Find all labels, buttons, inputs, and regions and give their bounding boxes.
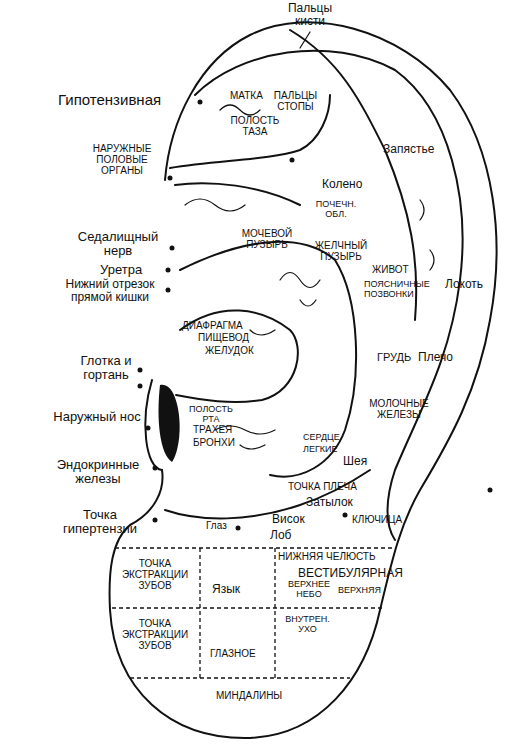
organ-label: Наружный нос [52, 410, 142, 424]
organ-label: Пальцы кисти [285, 2, 335, 28]
organ-label: МОЛОЧНЫЕ ЖЕЛЕЗЫ [368, 398, 430, 420]
organ-label: ЖЕЛЧНЫЙ ПУЗЫРЬ [313, 240, 369, 262]
organ-label: Висок [272, 513, 320, 526]
organ-label: ЖЕЛУДОК [205, 345, 265, 356]
point-dot [290, 158, 295, 163]
lobe-grid-line [112, 607, 385, 608]
antitragus-line [165, 470, 370, 518]
ear-outer-contour [110, 22, 497, 738]
leader-line [300, 32, 310, 48]
organ-label: ВЕРХНЕЕ НЕБО [284, 580, 334, 600]
organ-label: Седалищный нерв [68, 230, 168, 259]
organ-label: Уретра [100, 263, 160, 277]
organ-label: Шея [343, 455, 378, 468]
organ-label: БРОНХИ [193, 437, 243, 448]
point-dot [138, 384, 143, 389]
point-dot [153, 518, 158, 523]
organ-label: Эндокринные железы [48, 458, 148, 487]
point-dot [236, 526, 241, 531]
organ-label: МИНДАЛИНЫ [216, 690, 296, 701]
point-dot [170, 246, 175, 251]
organ-label: ВЕСТИБУЛЯРНАЯ [298, 567, 418, 580]
point-dot [166, 268, 171, 273]
point-dot [166, 288, 171, 293]
organ-label: ПОЧЕЧН. ОБЛ. [311, 200, 361, 220]
organ-label: Глотка и гортань [68, 354, 144, 383]
organ-label: ПОЛОСТЬ ТАЗА [226, 115, 284, 137]
organ-label: СЕРДЦЕ [303, 433, 348, 443]
organ-label: ЖИВОТ [372, 264, 416, 275]
organ-label: Точка гипертензии [52, 508, 148, 537]
organ-label: ПОЛОСТЬ РТА [186, 405, 236, 425]
point-dot [146, 426, 151, 431]
organ-label: Нижний отрезок прямой кишки [52, 278, 168, 304]
organ-label: ПОЯСНИЧНЫЕ ПОЗВОНКИ [364, 280, 426, 300]
point-dot [198, 100, 203, 105]
organ-label: МОЧЕВОЙ ПУЗЫРЬ [230, 228, 304, 250]
lobe-grid-line [274, 548, 275, 678]
organ-label: НИЖНЯЯ ЧЕЛЮСТЬ [278, 551, 383, 562]
point-dot [343, 513, 348, 518]
crus-lower-line [175, 183, 300, 205]
helix-inner-line [195, 51, 462, 540]
point-dot [488, 488, 493, 493]
organ-label: ТОЧКА ПЛЕЧА [288, 481, 368, 492]
organ-label: ТОЧКА ЭКСТРАКЦИИ ЗУБОВ [110, 618, 200, 651]
point-dot [168, 176, 173, 181]
lobe-grid-line [199, 548, 200, 678]
point-dot [138, 368, 143, 373]
organ-label: ВЕРХНЯЯ [338, 586, 393, 596]
helix-crus [176, 310, 298, 402]
organ-sketch [185, 105, 434, 449]
organ-label: Гипотензивная [58, 92, 198, 109]
organ-label: ПАЛЬЦЫ СТОПЫ [268, 90, 323, 112]
organ-label: ГЛАЗНОЕ [210, 648, 270, 659]
organ-label: ПИЩЕВОД [198, 332, 258, 343]
organ-label: ТРАХЕЯ [193, 424, 243, 435]
concha-boundary [180, 242, 356, 477]
organ-label: Глаз [206, 520, 241, 531]
organ-label: Лоб [270, 529, 305, 542]
organ-label: ДИАФРАГМА [182, 320, 252, 331]
lobe-grid-line [130, 677, 350, 678]
point-dot [153, 466, 158, 471]
organ-label: ЛЕГКИЕ [303, 445, 348, 455]
lobe-grid-line [115, 547, 395, 548]
organ-label: ВНУТРЕН. УХО [280, 615, 335, 635]
organ-label: Запястье [383, 143, 443, 156]
organ-label: Язык [212, 583, 257, 596]
ear-canal [159, 385, 180, 462]
organ-label: МАТКА [230, 90, 270, 101]
organ-label: ГРУДЬ [377, 351, 417, 363]
organ-label: КЛЮЧИЦА [352, 514, 407, 525]
organ-label: ТОЧКА ЭКСТРАКЦИИ ЗУБОВ [110, 558, 200, 591]
organ-label: Плечо [418, 351, 463, 364]
organ-label: Колено [322, 178, 372, 191]
organ-label: Локоть [445, 278, 500, 291]
organ-label: Затылок [306, 496, 368, 509]
organ-label: НАРУЖНЫЕ ПОЛОВЫЕ ОРГАНЫ [78, 143, 166, 176]
scapha-line [290, 30, 416, 320]
